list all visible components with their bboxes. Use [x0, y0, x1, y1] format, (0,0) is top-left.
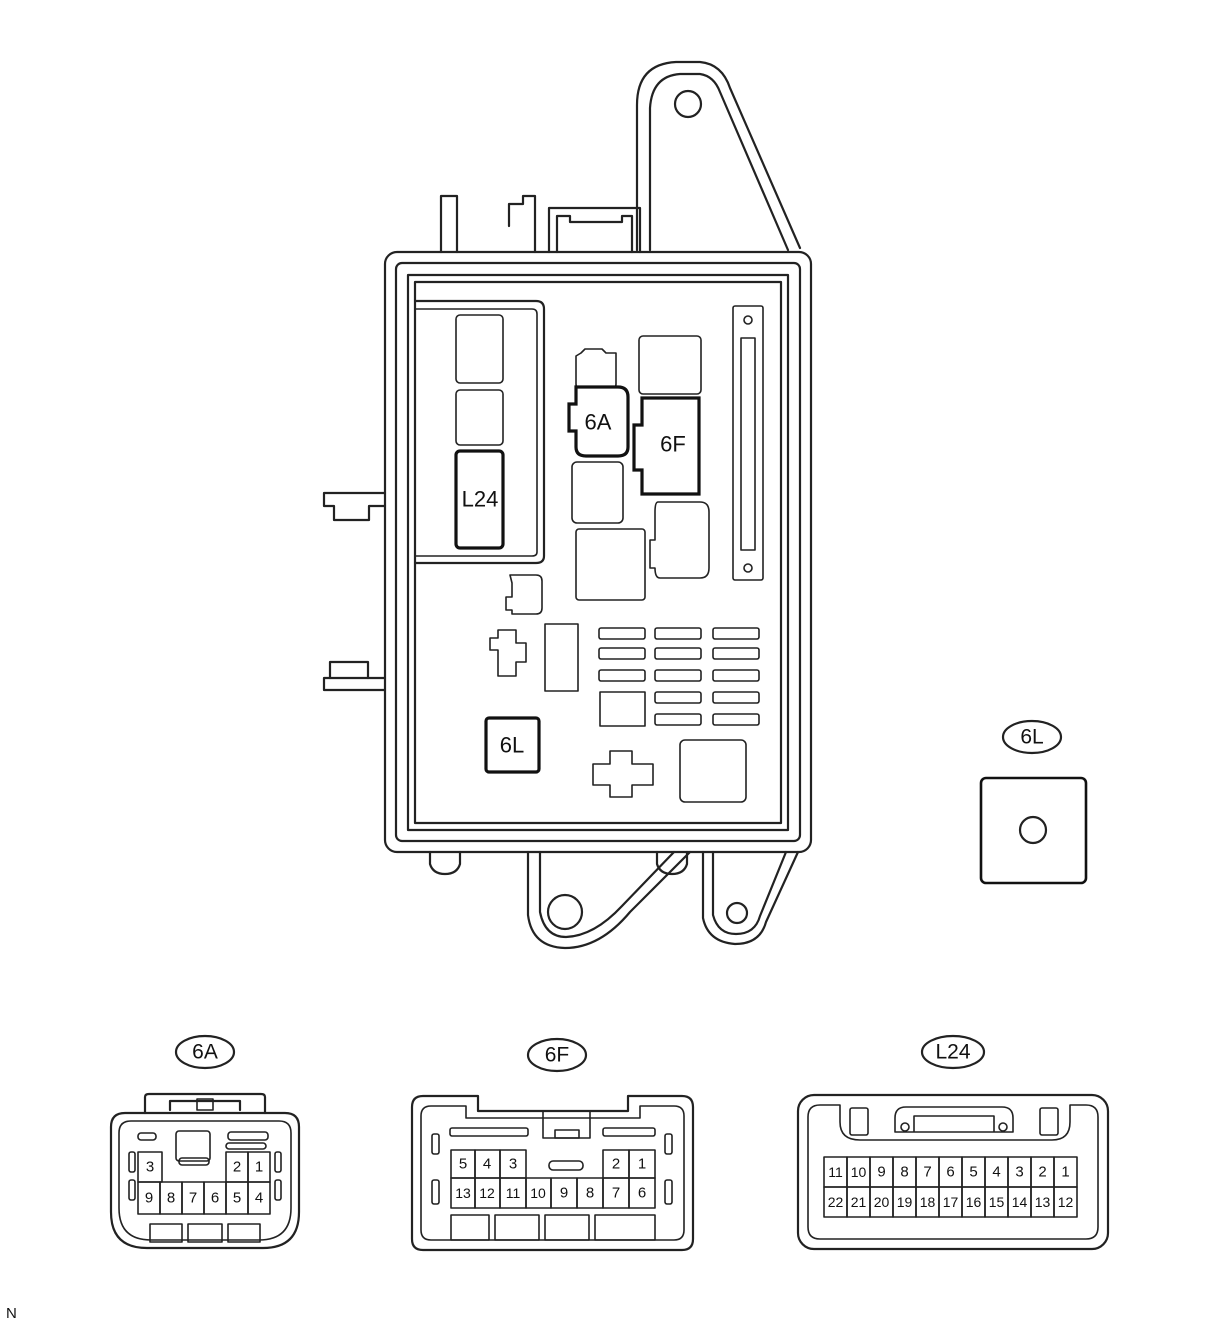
relay-block: 6A 6F L24 6L	[322, 60, 813, 950]
pin-6f-7: 7	[612, 1185, 620, 1202]
pin-l24-4: 4	[992, 1164, 1000, 1181]
pin-6a-1: 1	[255, 1159, 263, 1176]
pin-6a-9: 9	[145, 1190, 153, 1207]
label-6l: 6L	[500, 733, 524, 758]
pin-6f-10: 10	[530, 1185, 546, 1201]
pin-l24-10: 10	[851, 1164, 867, 1180]
label-6f: 6F	[660, 432, 686, 457]
terminal-6l-detail: 6L	[979, 719, 1088, 885]
pin-grid-l24: 11 10 9 8 7 6 5 4 3 2 1 22 21 20 19 18 1…	[823, 1156, 1078, 1218]
pin-6f-12: 12	[479, 1185, 495, 1201]
pin-l24-15: 15	[989, 1194, 1005, 1210]
pin-grid-6a: 3 2 1 9 8 7 6 5 4	[137, 1151, 271, 1215]
pin-6a-6: 6	[211, 1190, 219, 1207]
pin-l24-17: 17	[943, 1194, 959, 1210]
pin-6a-8: 8	[167, 1190, 175, 1207]
label-l24: L24	[462, 487, 499, 512]
mount-hole-bottom-right	[725, 901, 749, 925]
pin-l24-14: 14	[1012, 1194, 1028, 1210]
pin-6a-3: 3	[146, 1159, 154, 1176]
fuse-grid	[598, 627, 760, 726]
pin-l24-22: 22	[828, 1194, 844, 1210]
terminal-6l-hole	[1018, 815, 1048, 845]
pin-l24-13: 13	[1035, 1194, 1051, 1210]
pin-6f-1: 1	[638, 1156, 646, 1173]
top-bracket	[635, 60, 802, 252]
tag-oval-6f	[526, 1037, 588, 1073]
tag-oval-6l	[1001, 719, 1063, 755]
tag-oval-6a	[174, 1034, 236, 1070]
tag-6l: 6L	[1020, 726, 1043, 749]
pin-6f-4: 4	[483, 1156, 491, 1173]
pin-l24-12: 12	[1058, 1194, 1074, 1210]
pin-6a-4: 4	[255, 1190, 263, 1207]
pin-grid-6f: 5 4 3 2 1 13 12 11 10 9 8 7 6	[450, 1149, 656, 1209]
pin-l24-19: 19	[897, 1194, 913, 1210]
pin-l24-2: 2	[1038, 1164, 1046, 1181]
pin-6a-5: 5	[233, 1190, 241, 1207]
pin-6a-2: 2	[233, 1159, 241, 1176]
6l-socket	[484, 716, 541, 774]
pin-l24-20: 20	[874, 1194, 890, 1210]
tag-l24: L24	[935, 1041, 970, 1064]
pin-6f-2: 2	[612, 1156, 620, 1173]
tag-6f: 6F	[545, 1044, 570, 1067]
pin-l24-21: 21	[851, 1194, 867, 1210]
pin-6f-3: 3	[509, 1156, 517, 1173]
mount-hole-bottom-left	[546, 893, 584, 931]
pin-l24-7: 7	[923, 1164, 931, 1181]
pin-l24-1: 1	[1061, 1164, 1069, 1181]
pin-6a-7: 7	[189, 1190, 197, 1207]
pin-l24-9: 9	[877, 1164, 885, 1181]
terminal-6l	[979, 776, 1088, 885]
pin-6f-11: 11	[506, 1185, 521, 1201]
pin-6f-8: 8	[586, 1185, 594, 1202]
connector-l24: L24	[796, 1034, 1110, 1251]
6a-socket	[567, 385, 630, 458]
l24-socket	[454, 449, 505, 550]
connector-6a: 6A 3 2 1 9 8	[109, 1034, 301, 1250]
pin-l24-8: 8	[900, 1164, 908, 1181]
pin-l24-16: 16	[966, 1194, 982, 1210]
pin-l24-11: 11	[828, 1164, 843, 1180]
label-6a: 6A	[585, 410, 612, 435]
pin-l24-18: 18	[920, 1194, 936, 1210]
connector-6f: 6F 5 4 3	[410, 1037, 695, 1252]
6f-socket	[632, 396, 701, 496]
pin-6f-9: 9	[560, 1185, 568, 1202]
pin-6f-13: 13	[455, 1185, 471, 1201]
pin-6f-6: 6	[638, 1185, 646, 1202]
pin-l24-5: 5	[969, 1164, 977, 1181]
tag-6a: 6A	[192, 1041, 218, 1064]
pin-l24-3: 3	[1015, 1164, 1023, 1181]
tag-oval-l24	[920, 1034, 986, 1070]
pin-l24-6: 6	[946, 1164, 954, 1181]
corner-code: N	[6, 1305, 17, 1322]
mount-hole-top	[673, 89, 703, 119]
pin-6f-5: 5	[459, 1156, 467, 1173]
